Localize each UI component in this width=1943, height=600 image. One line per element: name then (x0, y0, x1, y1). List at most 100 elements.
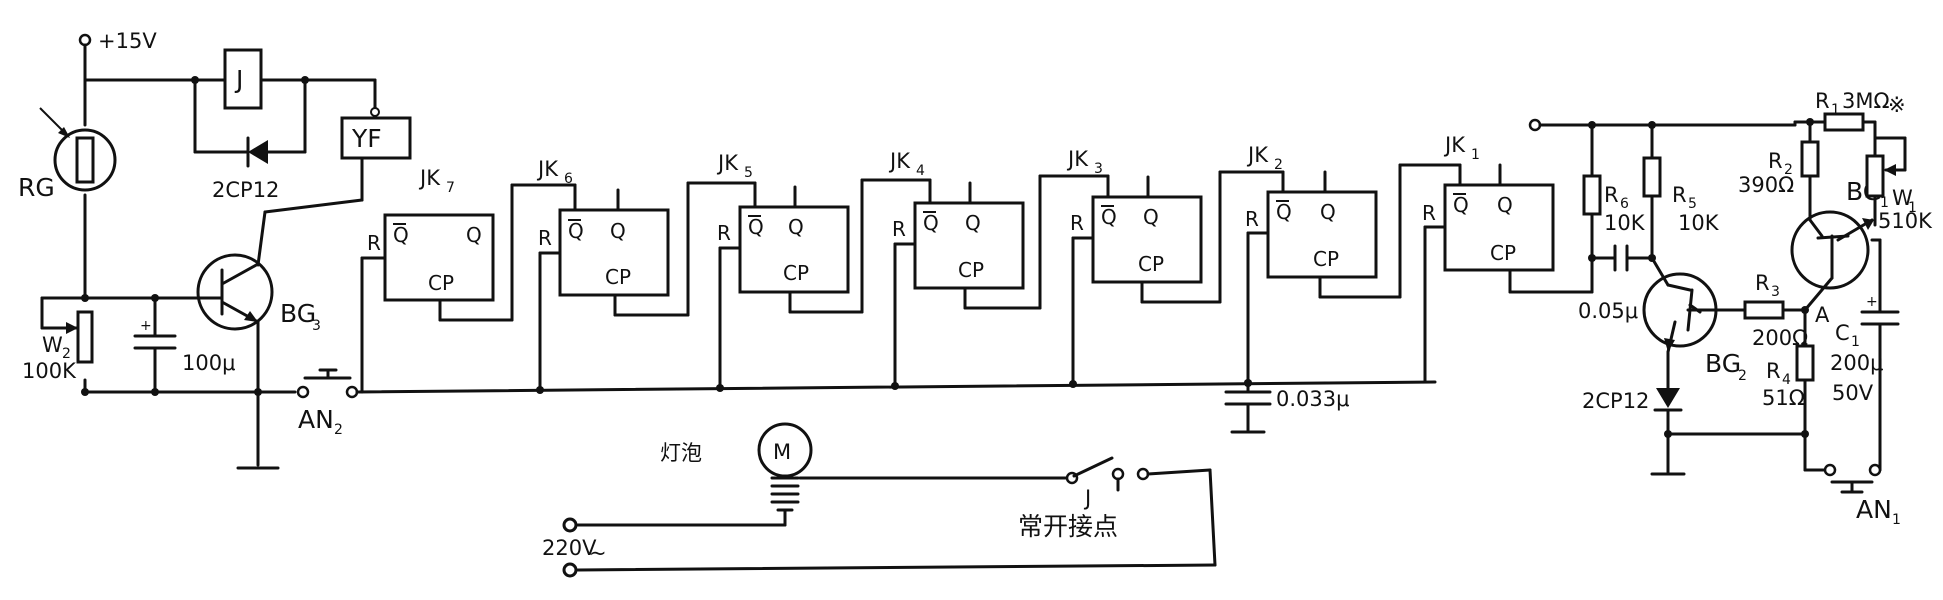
r4-name: R (1766, 359, 1781, 383)
jk5-sub: 5 (744, 165, 753, 181)
pot-w2: W 2 100K (22, 294, 202, 383)
contact-desc: 常开接点 (1018, 512, 1118, 541)
lamp-symbol: M (773, 440, 791, 464)
jk6-q: Q (610, 219, 626, 243)
mains-ac: ~ (589, 541, 607, 565)
flipflop-jk1: JK 1 Q Q CP R (1398, 133, 1594, 384)
photo-resistor-rg: RG (18, 107, 117, 202)
c1-name: C (1835, 321, 1850, 345)
jk3-sub: 3 (1094, 161, 1103, 177)
resistor-r6: R 6 10K (1582, 123, 1646, 260)
transistor-bg3: BG 3 (196, 253, 321, 394)
relay-diode-label: 2CP12 (212, 178, 279, 202)
r6-sub: 6 (1620, 196, 1629, 212)
jk6-cp: CP (605, 265, 631, 289)
lamp-label: 灯泡 (660, 441, 702, 465)
relay-j: J 2CP12 (191, 48, 377, 202)
mains-value: 220V (542, 536, 597, 560)
relay-coil-label: J (234, 65, 243, 94)
flipflop-jk5: JK 5 Q Q CP R (686, 151, 864, 392)
jk1-r: R (1422, 201, 1436, 225)
cap-100u-value: 100μ (182, 351, 235, 375)
jk4-q: Q (965, 211, 981, 235)
r2-sub: 2 (1784, 162, 1793, 178)
bg3-name: BG (280, 299, 316, 328)
w1-value: 510K (1878, 209, 1933, 233)
resistor-r3: R 3 200Ω A (1743, 271, 1830, 350)
r5-name: R (1672, 183, 1687, 207)
resistor-r5: R 5 10K (1642, 123, 1720, 260)
lamp-circuit: 灯泡 M J 常开接点 220V ~ (542, 422, 1217, 578)
cap-c1: + C 1 200μ 50V (1830, 238, 1900, 472)
cap-0033u-value: 0.033μ (1276, 387, 1349, 411)
lamp-icon: M (757, 422, 813, 512)
w2-value: 100K (22, 359, 77, 383)
jk4-sub: 4 (916, 163, 925, 179)
jk6-sub: 6 (564, 171, 573, 187)
jk4-qbar: Q (923, 211, 939, 235)
r5-value: 10K (1678, 211, 1720, 235)
cap-100u: + 100μ (133, 294, 235, 394)
an1-name: AN (1856, 495, 1892, 524)
jk2-r: R (1245, 207, 1259, 231)
jk3-name: JK (1066, 147, 1089, 171)
jk6-name: JK (536, 157, 559, 181)
transistor-bg1: BG 1 (1790, 177, 1889, 312)
r3-sub: 3 (1771, 284, 1780, 300)
svg-text:+: + (140, 318, 152, 334)
mains-terminal-top (562, 517, 578, 533)
button-an1: AN 1 (1803, 432, 1901, 528)
oscillator: R 6 10K R 5 10K 0.05μ (1528, 89, 1933, 528)
an2-sub: 2 (334, 422, 343, 438)
jk3-qbar: Q (1101, 205, 1117, 229)
resistor-r4: R 4 51Ω (1666, 308, 1815, 438)
diode-2cp12: 2CP12 (1582, 350, 1686, 476)
relay-diode-icon (248, 140, 268, 164)
mains-terminal-bottom (562, 562, 578, 578)
w1-name: W (1892, 186, 1913, 210)
diode-label: 2CP12 (1582, 389, 1649, 413)
jk1-name: JK (1443, 133, 1466, 157)
r1-sub: 1 (1831, 102, 1840, 118)
jk7-r: R (367, 231, 381, 255)
an2-name: AN (298, 405, 334, 434)
jk2-qbar: Q (1276, 200, 1292, 224)
bg2-name: BG (1705, 349, 1741, 378)
pot-w1: W 1 510K (1865, 120, 1933, 233)
solenoid-label: YF (351, 124, 382, 153)
jk3-r: R (1070, 211, 1084, 235)
jk7-name: JK (418, 166, 441, 190)
rg-label: RG (18, 173, 55, 202)
node-a-label: A (1815, 303, 1830, 327)
r1-value: 3MΩ (1842, 89, 1890, 113)
r4-value: 51Ω (1762, 386, 1805, 410)
osc-diode-icon (1656, 388, 1680, 408)
jk4-cp: CP (958, 258, 984, 282)
jk3-cp: CP (1138, 252, 1164, 276)
resistor-r2: R 2 390Ω (1738, 120, 1820, 222)
jk4-name: JK (888, 149, 911, 173)
svg-text:+: + (1866, 294, 1878, 310)
r2-name: R (1768, 149, 1783, 173)
r6-name: R (1604, 183, 1619, 207)
jk1-sub: 1 (1471, 147, 1480, 163)
r2-value: 390Ω (1738, 173, 1794, 197)
jk4-r: R (892, 217, 906, 241)
jk2-sub: 2 (1274, 157, 1283, 173)
jk5-qbar: Q (748, 215, 764, 239)
w1-sub: 1 (1908, 200, 1917, 216)
flipflop-jk2: JK 2 Q Q CP R (1218, 143, 1402, 387)
jk1-cp: CP (1490, 241, 1516, 265)
transistor-bg2: BG 2 (1642, 256, 1747, 384)
solenoid-yf: YF (256, 107, 412, 267)
bg1-sub: 1 (1880, 195, 1889, 211)
jk5-name: JK (716, 151, 739, 175)
jk5-r: R (717, 221, 731, 245)
flipflop-jk6: JK 6 Q Q CP R (510, 157, 690, 394)
jk7-cp: CP (428, 271, 454, 295)
bg2-sub: 2 (1738, 368, 1747, 384)
w2-sub: 2 (62, 346, 71, 362)
cap-0033u: 0.033μ (1224, 379, 1349, 434)
r1-mark: ※ (1888, 93, 1906, 117)
